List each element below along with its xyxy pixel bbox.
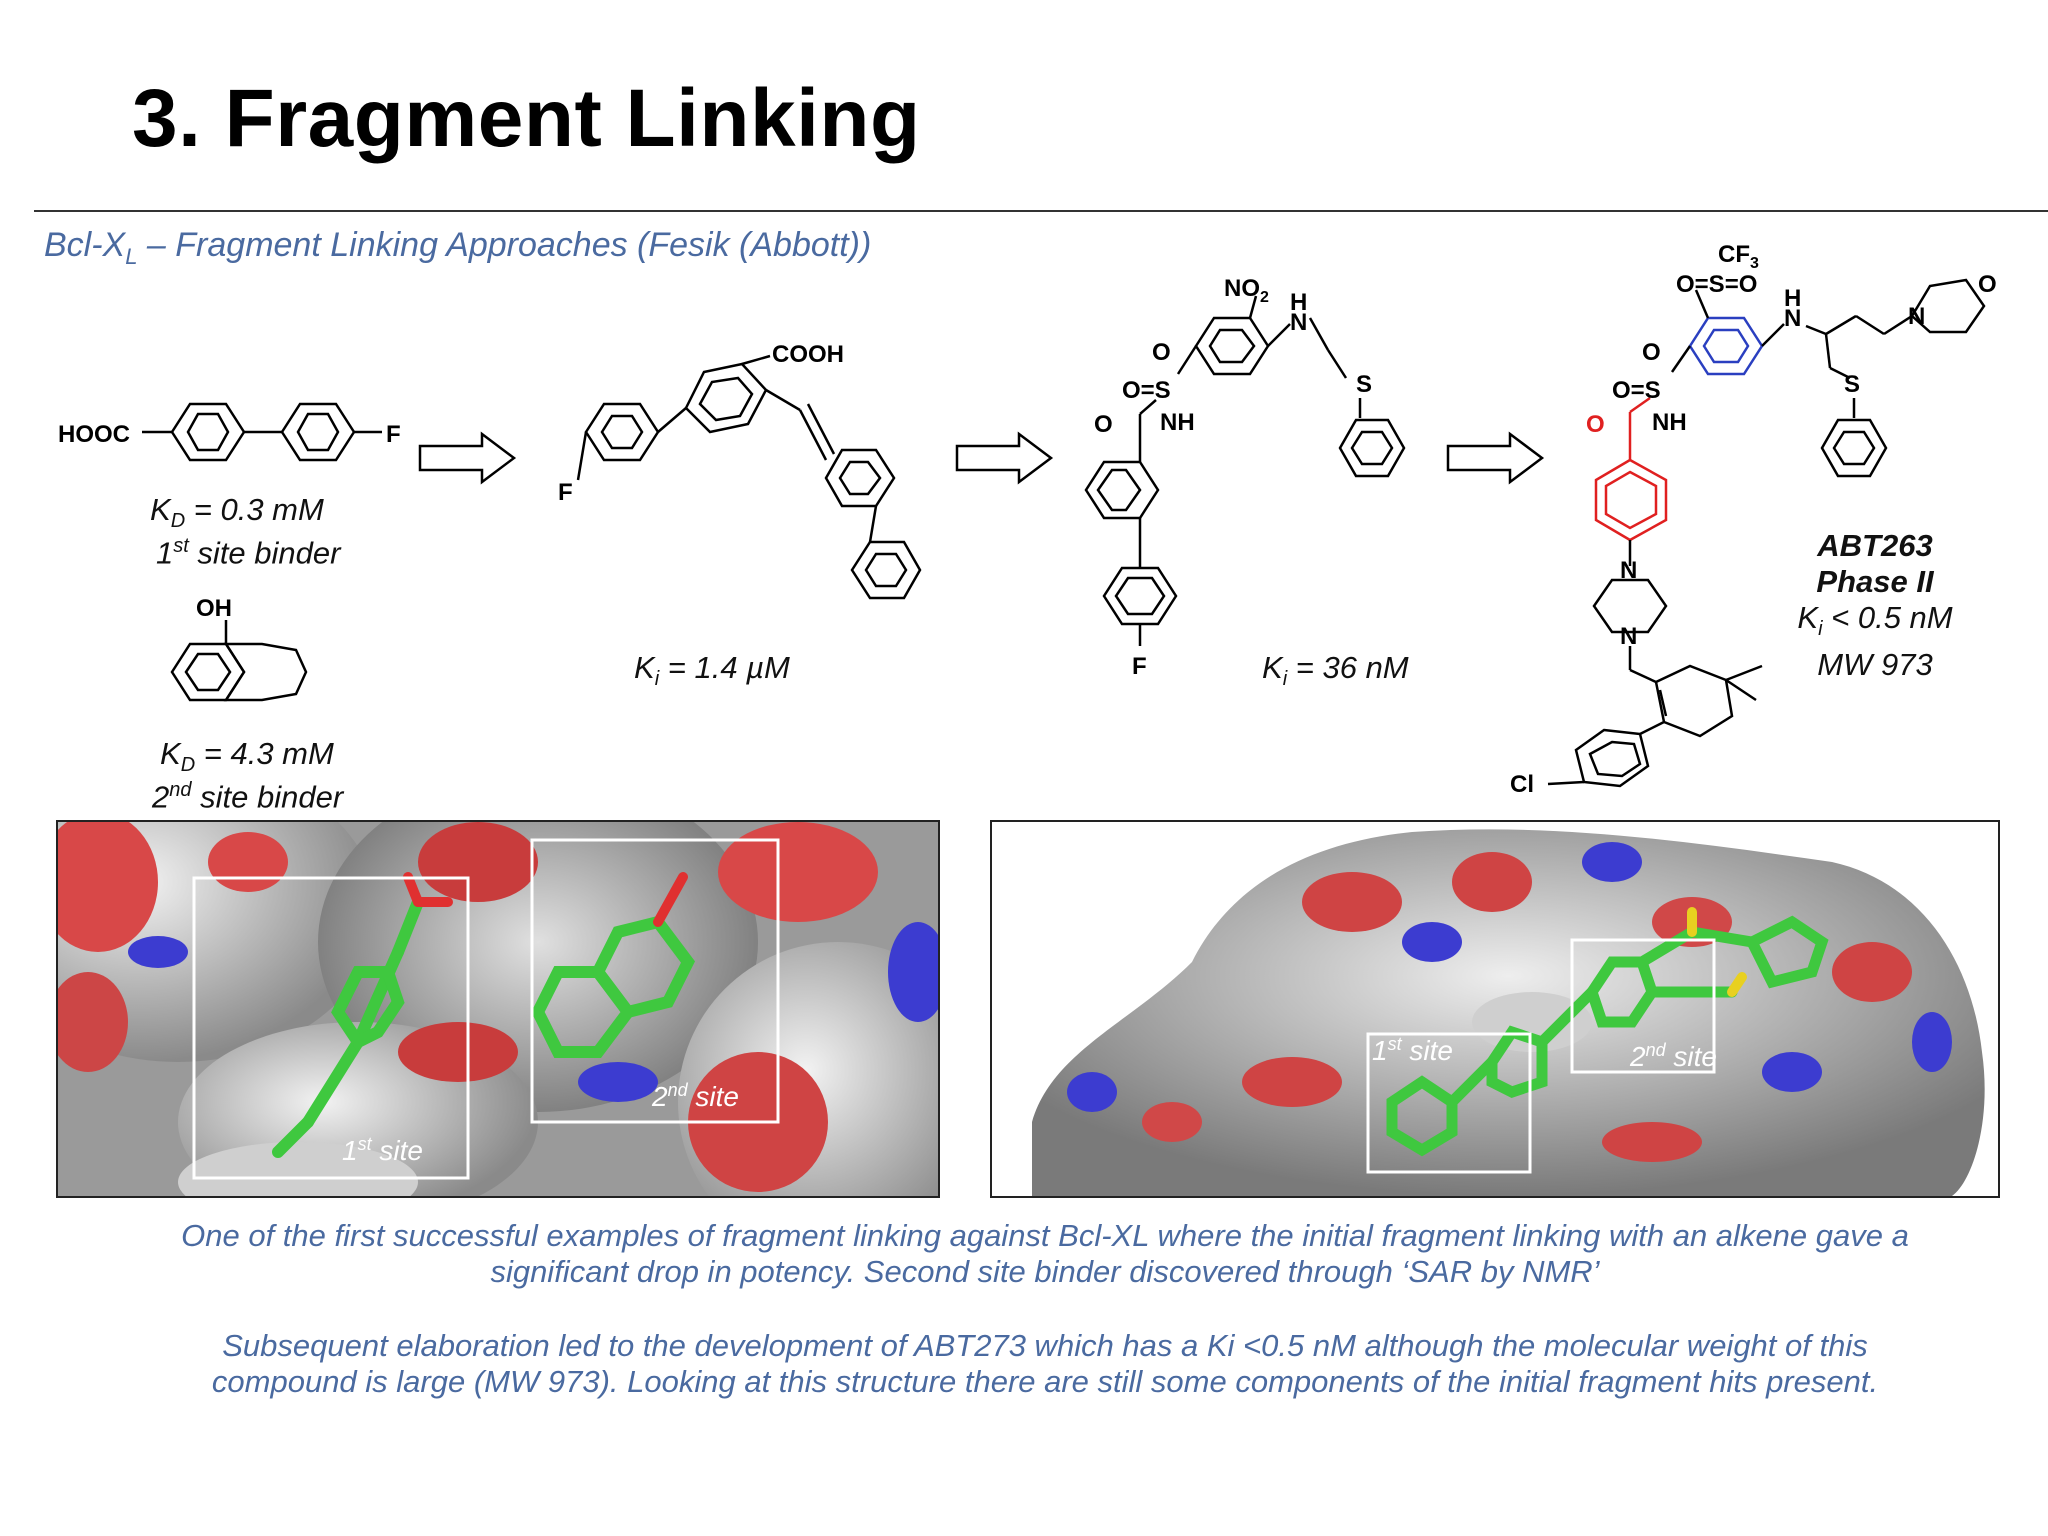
right-surface-render: 1st site 2nd site [1032, 829, 1985, 1196]
label-os: O=S [1122, 377, 1171, 404]
left-site1-box [192, 876, 470, 1180]
linked-compound-2 [1084, 295, 1406, 646]
fragment1-structure [142, 402, 382, 462]
label-n-pip2: N [1620, 623, 1637, 650]
ligand-frag1 [272, 896, 424, 1158]
left-surface-panel: 1st site 2nd site [56, 820, 940, 1198]
frag2-kd: KD = 4.3 mM [160, 736, 334, 777]
label-cf3: CF3 [1718, 241, 1759, 272]
left-surface-render: 1st site 2nd site [58, 822, 938, 1196]
arrow-3 [1446, 431, 1545, 485]
label-o-amide: O [1094, 411, 1113, 438]
abt263-ki: Ki < 0.5 nM [1797, 600, 1953, 641]
label-f: F [386, 421, 401, 448]
caption-paragraph-2: Subsequent elaboration led to the develo… [70, 1328, 2020, 1400]
abt263-info: ABT263 Phase II Ki < 0.5 nM MW 973 [1760, 528, 1990, 683]
left-site1-label: 1st site [342, 1134, 423, 1166]
label-cooh: COOH [772, 341, 844, 368]
label-o-top-abt: O [1642, 339, 1661, 366]
right-site2-box [1570, 938, 1716, 1074]
linked1-ki: Ki = 1.4 µM [634, 650, 790, 691]
left-site2-box [530, 838, 780, 1124]
frag1-site: 1st site binder [156, 535, 341, 571]
label-s-abt: S [1844, 371, 1860, 398]
label-n: N [1290, 309, 1307, 336]
ligand-abt263 [1386, 915, 1829, 1157]
chemical-structures: HOOC F OH COOH F NO2 H N S O=S O NH O F … [58, 241, 1997, 798]
right-site1-label: 1st site [1372, 1034, 1453, 1066]
title-divider [34, 210, 2048, 212]
abt263-structure [1547, 278, 1986, 788]
arrow-1 [418, 431, 517, 485]
label-n-pip1: N [1620, 557, 1637, 584]
linked-compound-1 [576, 354, 922, 600]
caption-2-line-2: compound is large (MW 973). Looking at t… [211, 1364, 1879, 1399]
fragment2-structure [170, 620, 308, 702]
label-so2: O=S=O [1676, 271, 1757, 298]
label-f3: F [1132, 653, 1147, 680]
caption-1-line-1: One of the first successful examples of … [181, 1218, 1909, 1253]
label-cl: Cl [1510, 771, 1534, 798]
label-oh: OH [196, 595, 232, 622]
abt263-phase: Phase II [1816, 564, 1934, 599]
label-n-abt: N [1784, 305, 1801, 332]
frag1-kd: KD = 0.3 mM [150, 492, 324, 533]
label-h: H [1290, 289, 1307, 316]
right-site1-box [1366, 1032, 1532, 1174]
arrow-2 [955, 431, 1054, 485]
label-f2: F [558, 479, 573, 506]
label-o-top: O [1152, 339, 1171, 366]
label-n-morph: N [1908, 303, 1925, 330]
caption-2-line-1: Subsequent elaboration led to the develo… [222, 1328, 1868, 1363]
abt263-name: ABT263 [1817, 528, 1933, 563]
slide-title: 3. Fragment Linking [132, 73, 921, 164]
frag2-site: 2nd site binder [152, 779, 344, 815]
slide-subtitle: Bcl-XL – Fragment Linking Approaches (Fe… [44, 226, 872, 269]
caption-paragraph-1: One of the first successful examples of … [70, 1218, 2020, 1290]
right-site2-label: 2nd site [1629, 1040, 1717, 1072]
label-hooc: HOOC [58, 421, 130, 448]
label-h-abt: H [1784, 285, 1801, 312]
label-os-abt: O=S [1612, 377, 1661, 404]
label-nh-abt: NH [1652, 409, 1687, 436]
caption-1-line-2: significant drop in potency. Second site… [490, 1254, 1600, 1289]
left-site2-label: 2nd site [651, 1080, 739, 1112]
label-o-amide-abt: O [1586, 411, 1605, 438]
label-s: S [1356, 371, 1372, 398]
right-surface-panel: 1st site 2nd site [990, 820, 2000, 1198]
abt263-mw: MW 973 [1817, 647, 1933, 683]
label-o-morph: O [1978, 271, 1997, 298]
label-nh: NH [1160, 409, 1195, 436]
label-no2: NO2 [1224, 275, 1269, 306]
linked2-ki: Ki = 36 nM [1262, 650, 1409, 691]
